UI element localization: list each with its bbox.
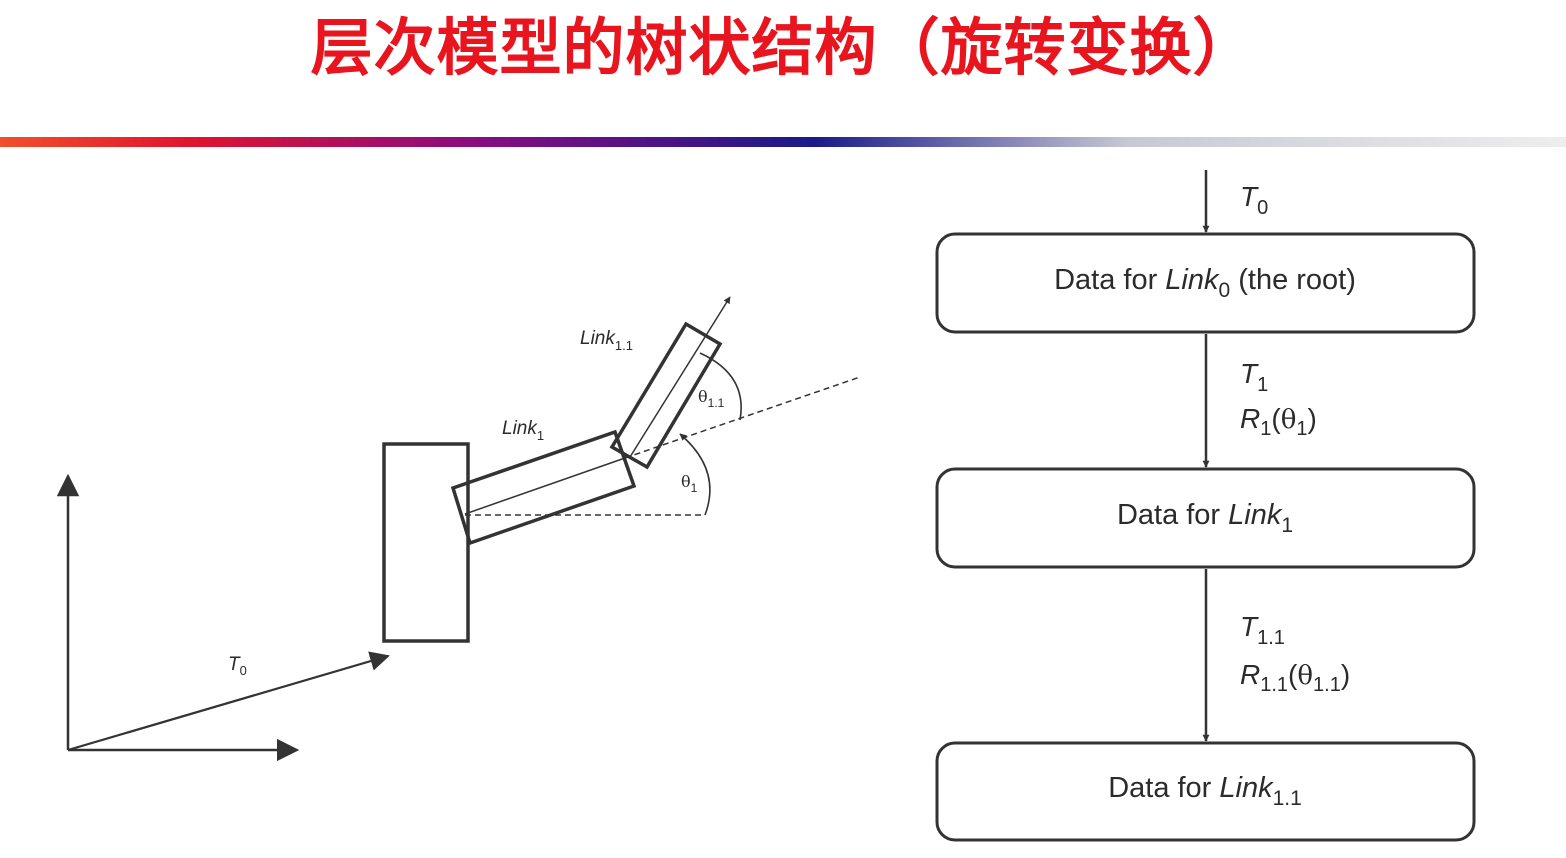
theta1-1-arc — [699, 352, 742, 421]
edge-into-root-label: T0 — [1240, 181, 1268, 219]
tree-node-link1-label: Data for Link1 — [1117, 499, 1293, 537]
reference-line-extension — [624, 376, 861, 459]
edge-link1-link1-1-r: R1.1(θ1.1) — [1240, 659, 1350, 696]
articulated-figure: Link1.1 Link1 θ1.1 θ1 T0 — [56, 296, 861, 762]
slide-title: 层次模型的树状结构（旋转变换） — [310, 11, 1256, 84]
title-divider — [0, 137, 1566, 147]
link1-1-label: Link1.1 — [580, 328, 633, 353]
edge-link0-link1-t: T1 — [1240, 358, 1268, 396]
link0-base — [382, 442, 470, 643]
tree-node-link1 — [935, 467, 1476, 569]
link1-bar — [450, 429, 637, 546]
transform-tree: T0 Data for Link0 (the root) T1 R1(θ1) D… — [935, 170, 1476, 842]
tree-node-link1-1 — [935, 741, 1476, 842]
t0-vector — [67, 651, 390, 752]
link1-label: Link1 — [502, 418, 544, 443]
link1-axis-line — [464, 457, 626, 515]
tree-node-link0 — [935, 232, 1476, 334]
link1-1-bar — [609, 321, 723, 470]
theta1-arc — [679, 433, 711, 516]
t0-label: T0 — [228, 654, 247, 678]
edge-link0-link1-r: R1(θ1) — [1240, 403, 1317, 440]
link1-1-axis — [629, 296, 731, 458]
tree-node-link0-label: Data for Link0 (the root) — [1054, 264, 1356, 302]
theta1-1-label: θ1.1 — [698, 387, 725, 410]
theta1-label: θ1 — [681, 472, 698, 495]
edge-link1-link1-1-t: T1.1 — [1240, 611, 1285, 649]
tree-node-link1-1-label: Data for Link1.1 — [1108, 772, 1302, 810]
